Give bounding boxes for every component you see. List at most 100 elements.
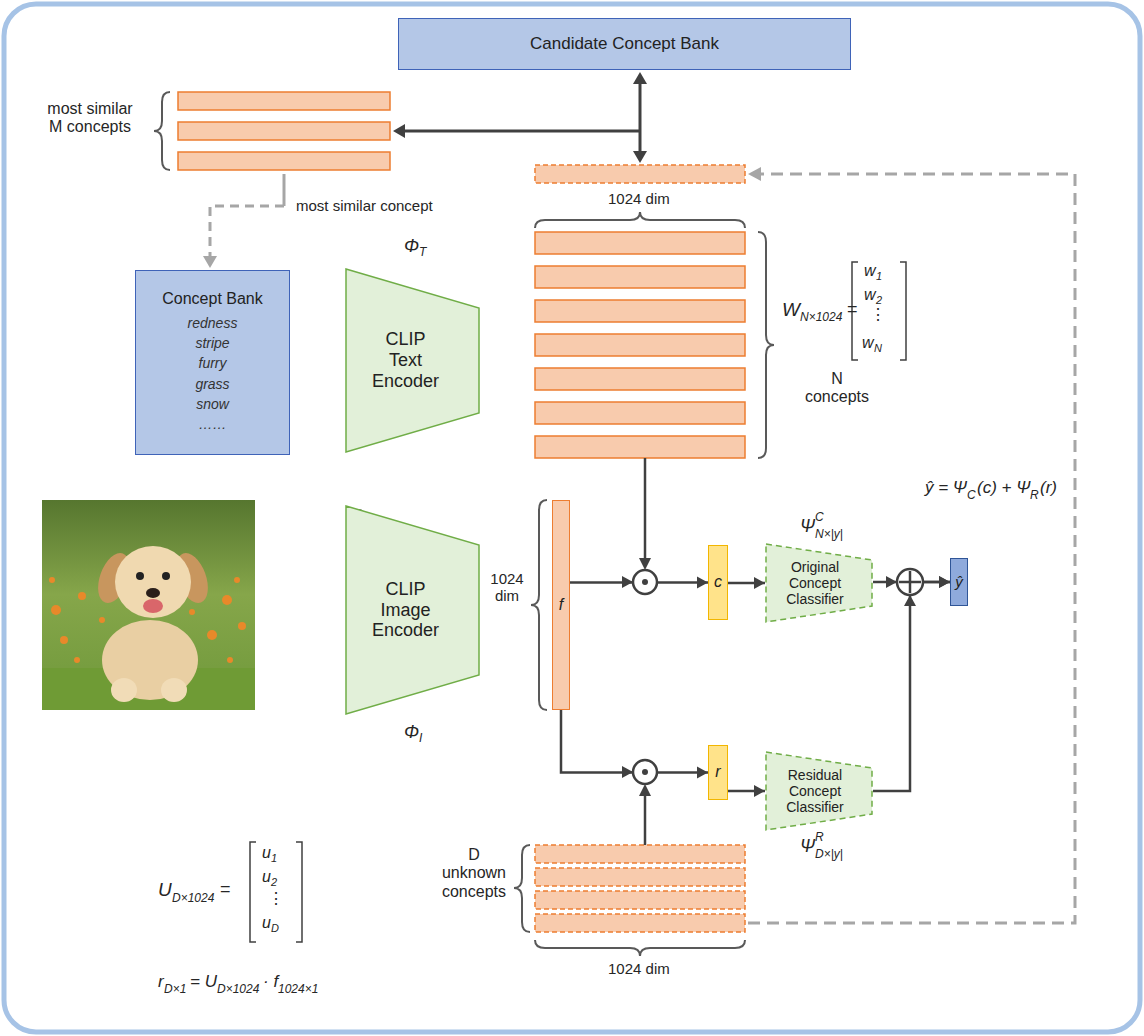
graphic-part — [161, 678, 187, 702]
node-title: r — [715, 763, 720, 781]
graphic-part — [535, 300, 745, 322]
math-index: N — [874, 342, 882, 355]
annotation-label: 1024 dim — [608, 960, 670, 977]
query-concept-bar — [535, 165, 745, 183]
graphic-part — [514, 845, 530, 932]
node-title: CLIP Image Encoder — [370, 579, 442, 641]
concept-item: …… — [199, 414, 227, 434]
math-index: · f — [263, 972, 278, 992]
math-index: C — [815, 511, 824, 525]
feedback-arrow — [748, 167, 1075, 923]
projection-arrows — [639, 458, 651, 845]
graphic-part — [535, 868, 745, 886]
math-index: N×1024 — [800, 311, 842, 325]
concept-item: stripe — [195, 333, 229, 353]
graphic-part — [49, 577, 55, 583]
graphic-part — [178, 152, 390, 170]
connector — [873, 576, 950, 791]
sum-symbol — [886, 569, 923, 606]
math-index: = U — [190, 972, 217, 992]
graphic-part — [111, 678, 137, 702]
math-index: D×1024 — [172, 892, 214, 906]
graphic-part — [639, 558, 651, 570]
puppy-photo — [42, 500, 255, 710]
classifier-trapezoid: Residual Concept Classifier — [765, 751, 873, 831]
dot-product-symbol — [622, 570, 657, 594]
math-index: C — [967, 489, 976, 503]
math-index: 2 — [876, 294, 882, 307]
graphic-part — [162, 572, 170, 580]
arrow-head — [697, 577, 708, 589]
annotation-label: Φ — [404, 236, 419, 257]
graphic-part — [904, 595, 916, 606]
graphic-part — [535, 368, 745, 390]
connector-line — [873, 582, 950, 791]
output-bar: ŷ — [950, 558, 968, 606]
graphic-part — [644, 794, 647, 845]
graphic-part — [51, 605, 61, 615]
arrow-head — [754, 785, 765, 797]
math-index: D×1 — [164, 983, 186, 997]
math-index: N×|y| — [815, 528, 843, 542]
annotation-label: Φ — [404, 722, 419, 743]
score-bar: r — [708, 745, 728, 800]
graphic-part — [203, 256, 217, 268]
annotation-label: Ψ — [800, 836, 815, 857]
graphic-part — [633, 151, 647, 163]
graphic-part — [900, 262, 906, 360]
graphic-part — [178, 92, 390, 110]
graphic-part — [535, 891, 745, 909]
math-index: 1024×1 — [278, 983, 318, 997]
graphic-part — [535, 845, 745, 863]
math-index: = — [220, 879, 231, 900]
arrow-head — [939, 576, 950, 588]
node-title: Candidate Concept Bank — [530, 34, 719, 54]
math-index: T — [419, 246, 426, 260]
unknown-concept-bars — [535, 845, 745, 932]
arrow-head — [754, 577, 765, 589]
connector — [728, 785, 765, 797]
graphic-part — [897, 569, 923, 595]
annotation-label: N concepts — [802, 370, 872, 407]
graphic-part — [189, 609, 195, 615]
math-index: (c) + Ψ — [977, 478, 1030, 498]
graphic-part — [535, 334, 745, 356]
graphic-part — [748, 174, 1075, 923]
graphic-part — [535, 402, 745, 424]
annotation-label: 1024 dim — [486, 570, 528, 605]
graphic-part — [227, 657, 233, 663]
graphic-part — [531, 500, 547, 710]
graphic-part — [210, 206, 284, 258]
annotation-label: W — [782, 299, 800, 321]
math-index: 1 — [876, 270, 882, 283]
math-index: D — [271, 922, 279, 935]
graphic-part — [136, 572, 144, 580]
graphic-part — [633, 570, 657, 594]
graphic-part — [78, 592, 86, 600]
arrow-head — [697, 767, 708, 779]
graphic-part — [402, 130, 640, 133]
graphic-part — [642, 769, 648, 775]
graphic-part — [250, 842, 256, 942]
graphic-part — [535, 212, 745, 228]
annotation-label: most similar M concepts — [40, 100, 140, 137]
node-title: ŷ — [955, 573, 963, 590]
annotation-label: D unknown concepts — [438, 846, 510, 901]
dot-product-symbol — [622, 760, 657, 784]
selection-arrow — [203, 174, 284, 268]
annotation-label: w — [864, 262, 876, 280]
math-index: R — [1030, 489, 1039, 503]
bank-box: Concept Bankrednessstripefurrygrasssnow…… — [135, 270, 290, 455]
graphic-part — [633, 72, 647, 84]
concept-embedding-bars — [535, 232, 745, 458]
graphic-part — [535, 940, 745, 956]
concept-item: snow — [196, 394, 229, 414]
feature-bar: f — [552, 500, 570, 710]
graphic-part — [178, 122, 390, 140]
graphic-part — [644, 458, 647, 560]
annotation-label: U — [158, 879, 172, 901]
concept-item: furry — [199, 353, 227, 373]
math-index: (r) — [1040, 478, 1057, 498]
concept-item: grass — [195, 374, 229, 394]
graphic-part — [99, 617, 105, 623]
